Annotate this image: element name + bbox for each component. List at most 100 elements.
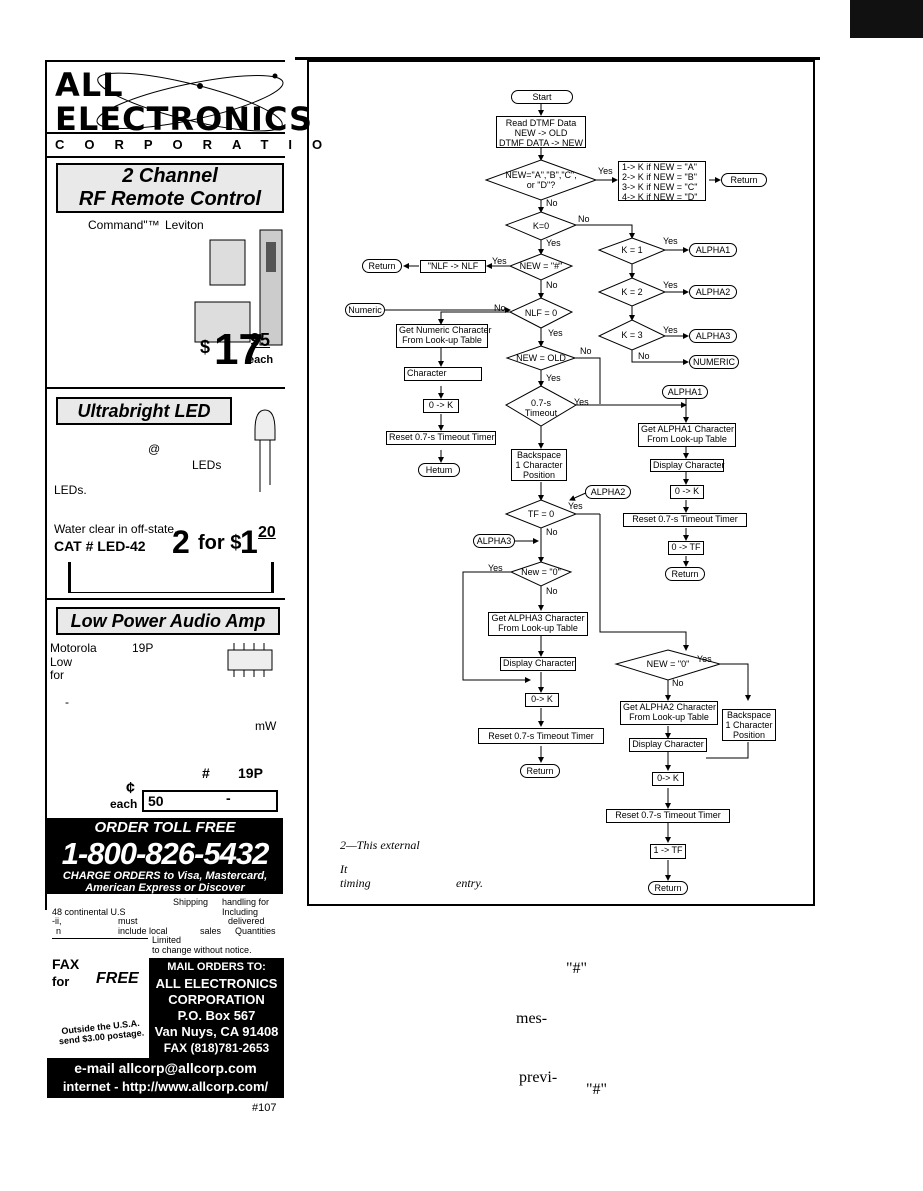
node-set-k: 1-> K if NEW = "A" 2-> K if NEW = "B" 3-… [618,161,706,202]
decision-new-zero [509,561,573,587]
set-k-line-4: 4-> K if NEW = "D" [622,192,698,202]
audio-amp-heading: Low Power Audio Amp [56,607,280,635]
abcd-line-2: or "D"? [526,180,556,190]
get-a1-line-1: Get ALPHA1 Character [641,424,735,434]
node-zero-k-b: 0 -> K [670,485,704,499]
backspace-a-line-3: Position [522,470,556,480]
reader-service-number: #107 [252,1102,277,1114]
fine-change: to change without notice. [152,945,252,955]
k0-yes: Yes [546,238,561,248]
get-a2-line-2: From Look-up Table [629,712,709,722]
amp-19p: 19P [132,641,154,655]
corner-mark [850,0,923,38]
node-timeout-text: 0.7-s Timeout [517,398,565,418]
led-price-for: for $ [198,532,242,554]
divider [47,132,285,134]
node-get-numeric: Get Numeric Character From Look-up Table [396,324,492,348]
node-new-zero-text: New = "0" [521,567,561,577]
amp-cent: ¢ [126,780,135,797]
fine-sales: sales [200,926,222,936]
figure-top-rule [295,57,820,60]
caption-fragment-1: 2—This external [340,838,420,852]
backspace-b-line-3: Position [732,730,766,740]
node-display-char-b: Display Character [500,657,576,671]
decision-k1 [597,237,667,265]
body-fragment-mes: mes- [516,1010,548,1027]
backspace-b-line-1: Backspace [726,710,772,720]
node-read-dtmf: Read DTMF Data NEW -> OLD DTMF DATA -> N… [496,116,586,148]
tf0-no: No [546,527,558,537]
fine-i: -ii, [52,916,62,926]
fine-continental: 48 continental U.S [52,907,126,917]
divider [47,156,285,158]
mail-line-5: Van Nuys, CA 91408 [154,1024,279,1039]
body-fragment-hash-2: "#" [586,1081,608,1098]
amp-mw: mW [255,719,277,733]
get-a1-line-2: From Look-up Table [647,434,727,444]
amp-hash: # [202,765,210,781]
amp-each: each [110,797,138,811]
nlf-no: No [494,303,506,313]
led-leds-text: LEDs [192,458,222,472]
rf-price-cents: 95 [250,330,271,350]
order-cards-line-2: American Express or Discover [85,882,245,894]
fine-must: must [118,916,138,926]
led-image [254,409,276,492]
flowchart-figure-frame [307,60,815,906]
node-zero-k-a: 0 -> K [423,399,459,413]
order-phone[interactable]: 1-800-826-5432 [61,836,270,871]
new-zero-b-no: No [672,678,684,688]
read-line-1: Read DTMF Data [505,118,577,128]
rf-title-line-2: RF Remote Control [78,188,262,210]
node-character: Character [404,367,482,381]
hash-yes: Yes [492,256,507,266]
contact-band: e-mail allcorp@allcorp.com internet - ht… [47,1058,284,1098]
amp-low: Low [50,655,73,669]
fax-label: FAX [52,956,80,972]
k1-yes: Yes [663,236,678,246]
node-alpha2-a: ALPHA2 [689,285,737,299]
node-backspace-a: Backspace 1 Character Position [511,449,567,481]
decision-new-hash [508,253,574,281]
tf0-yes: Yes [568,501,583,511]
node-abcd-text: NEW="A","B","C", or "D"? [501,170,581,190]
fine-limited: Limited [152,935,182,945]
mail-line-4: P.O. Box 567 [177,1008,256,1023]
node-nlf0-text: NLF = 0 [524,308,558,318]
k2-yes: Yes [663,280,678,290]
node-nlf-toggle: "NLF -> NLF [420,260,486,273]
rf-command-text: Command"™ [88,218,160,232]
led-water-clear: Water clear in off-state. [54,522,178,536]
node-hetum: Hetum [418,463,460,477]
internet-line[interactable]: internet - http://www.allcorp.com/ [62,1079,269,1094]
fine-delivered: delivered [228,916,265,926]
mail-orders-block: MAIL ORDERS TO: ALL ELECTRONICS CORPORAT… [149,958,284,1058]
divider [47,598,285,600]
node-new-old-text: NEW = OLD [516,353,566,363]
decision-new-zero-b [614,649,722,681]
node-alpha3-b: ALPHA3 [473,534,515,548]
amp-dot: - [226,790,231,806]
ad-left-border [45,60,47,910]
fine-rule [52,938,148,939]
timeout-line-1: 0.7-s [530,398,551,408]
ad-top-border [45,60,285,62]
decision-nlf0 [508,297,574,329]
node-reset-timer-d: Reset 0.7-s Timeout Timer [606,809,730,823]
node-return-5: Return [648,881,688,895]
email-line[interactable]: e-mail allcorp@allcorp.com [74,1060,257,1076]
led-at-sign: @ [148,442,161,456]
node-return-1: Return [721,173,767,187]
node-alpha1-b: ALPHA1 [662,385,708,399]
node-k0-text: K=0 [532,221,550,231]
caption-fragment-4: entry. [456,876,483,890]
decision-k0 [504,211,578,241]
amp-for: for [50,668,65,682]
mail-line-3: CORPORATION [168,992,265,1007]
node-alpha1-a: ALPHA1 [689,243,737,257]
led-promo-box [68,562,274,593]
get-a2-line-1: Get ALPHA2 Character [623,702,717,712]
k3-no: No [638,351,650,361]
free-label: FREE [96,970,139,987]
